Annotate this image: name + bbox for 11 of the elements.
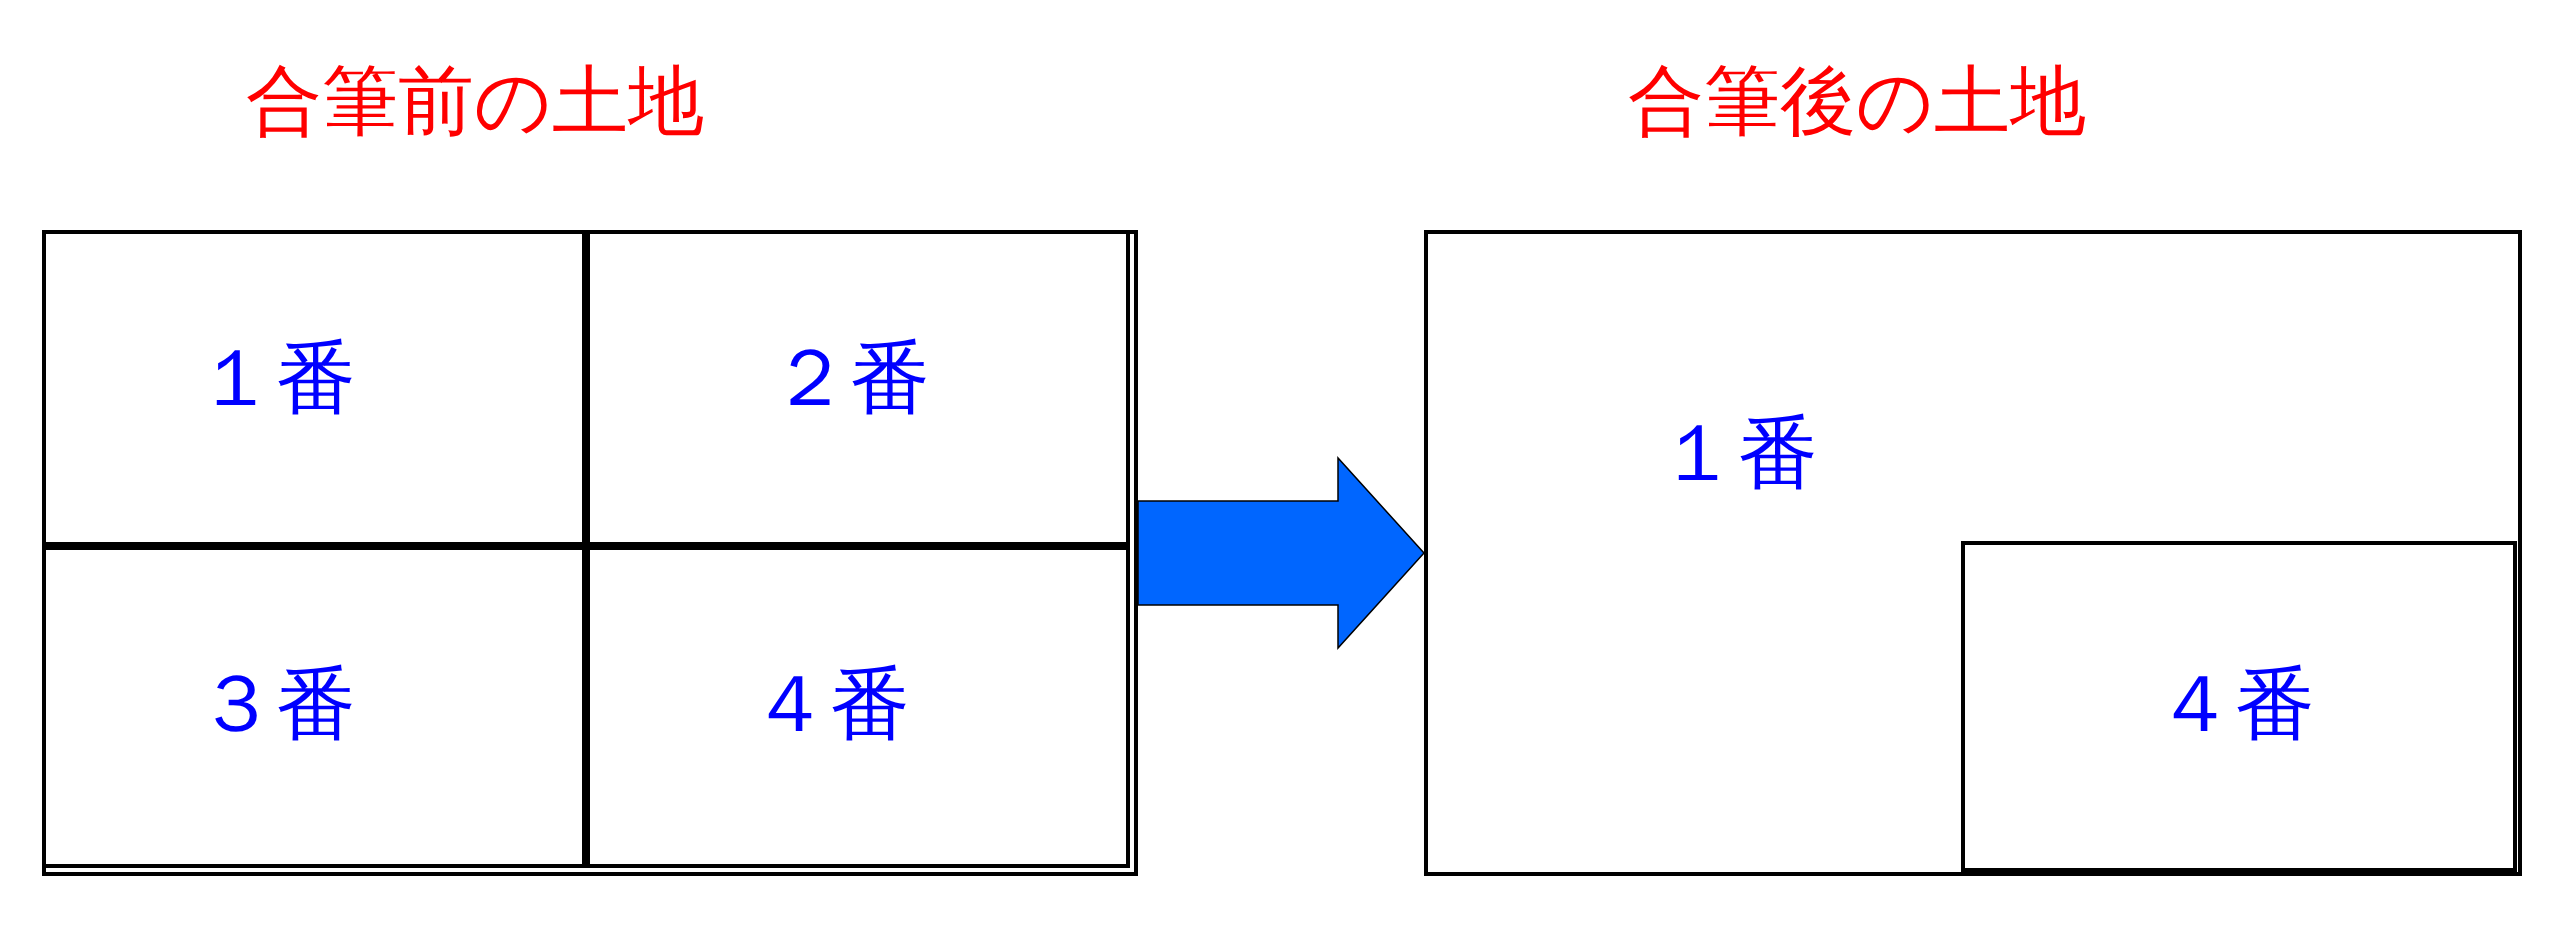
- heading: 合筆前の土地: [246, 59, 704, 143]
- parcel-number: ３番: [196, 660, 356, 748]
- heading: 合筆後の土地: [1628, 59, 2086, 143]
- parcel-number: ２番: [770, 334, 930, 422]
- parcel-number: ４番: [2155, 660, 2315, 748]
- parcel-number: １番: [1658, 409, 1818, 497]
- block-arrow: [1137, 456, 1425, 650]
- parcel-number: １番: [196, 334, 356, 422]
- parcel-box: [586, 546, 1130, 868]
- parcel-number: ４番: [750, 660, 910, 748]
- parcel-box: [1961, 541, 2517, 872]
